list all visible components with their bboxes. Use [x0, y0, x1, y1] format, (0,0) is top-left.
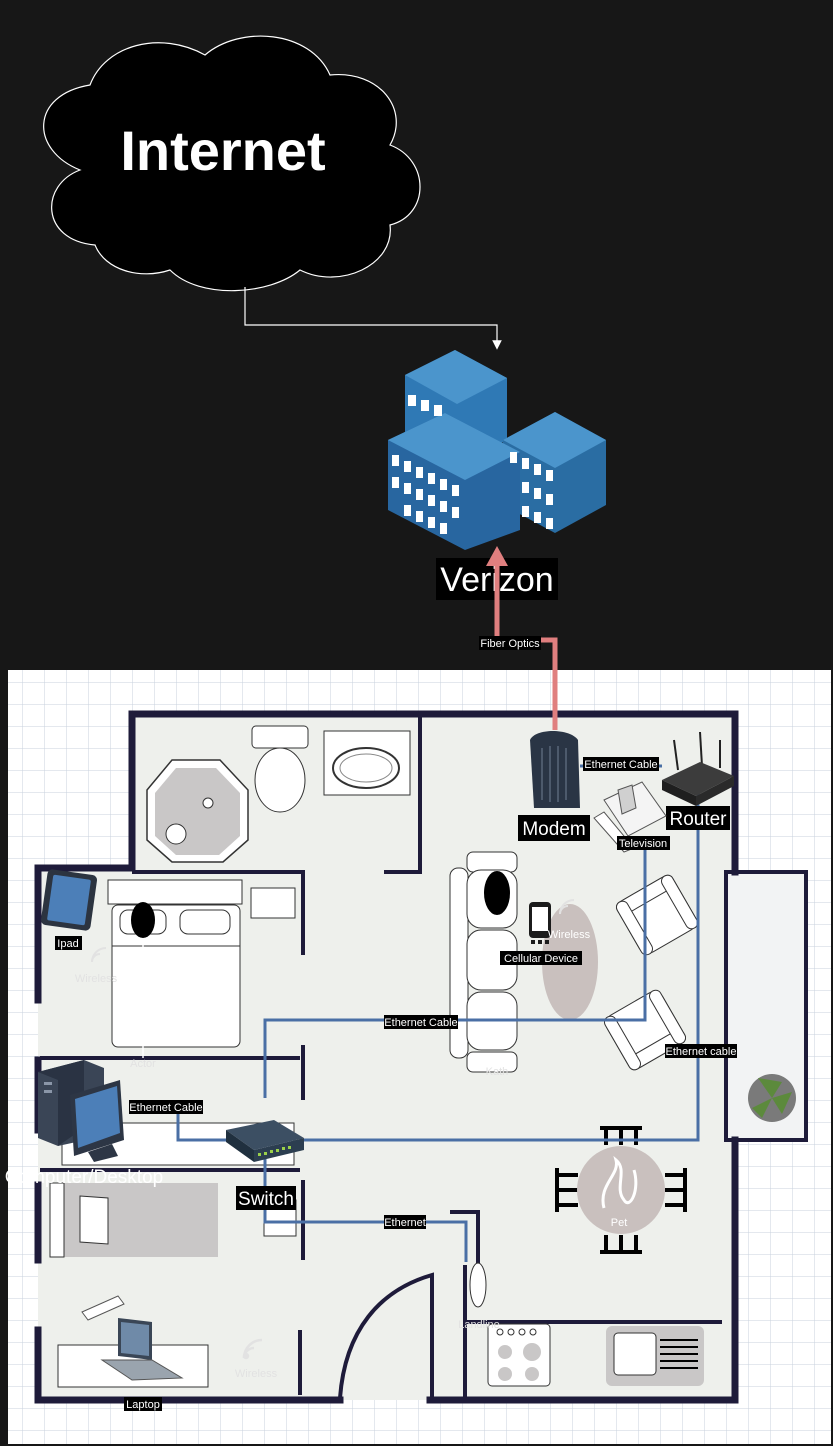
router-icon: [662, 731, 734, 806]
router-switch-cable: [300, 788, 700, 1142]
laptop-wireless: Wireless: [235, 1338, 278, 1380]
pet-label: Pet: [611, 1217, 628, 1229]
cellular-label: Cellular Device: [504, 953, 578, 965]
phone-icon: [529, 902, 551, 944]
television-label: Television: [619, 838, 667, 850]
toilet: [251, 725, 309, 813]
modem[interactable]: Modem: [518, 731, 590, 841]
building-icon: [388, 350, 606, 550]
modem-icon: [530, 731, 580, 808]
landline-label: Landline: [458, 1319, 500, 1331]
desktop-icon: [38, 1060, 124, 1162]
wireless-icon: [559, 899, 575, 915]
television[interactable]: Television: [593, 781, 670, 853]
modem-router-label: Ethernet Cable: [584, 759, 657, 771]
ipad-label: Ipad: [57, 938, 78, 950]
switch-icon: [226, 1120, 304, 1162]
actor-icon: [131, 902, 155, 938]
wireless-icon: [242, 1338, 263, 1360]
switch-desktop-cable: [176, 1112, 228, 1142]
modem-label: Modem: [522, 819, 585, 840]
wireless-icon: [91, 947, 107, 963]
armchair-2: [603, 989, 687, 1071]
television-icon: [593, 781, 667, 853]
cellular-wireless-label: Wireless: [548, 929, 591, 941]
ipad-icon: [40, 869, 98, 931]
armchair-1: [615, 874, 699, 956]
laptop[interactable]: Laptop: [81, 1295, 184, 1411]
router-switch-label: Ethernet cable: [666, 1046, 737, 1058]
router-label: Router: [669, 809, 727, 830]
desktop[interactable]: Computer/Desktop: [5, 1060, 163, 1188]
ipad-wireless-label: Wireless: [75, 973, 118, 985]
stove: [487, 1323, 551, 1387]
shower: [146, 759, 249, 863]
router[interactable]: Router: [662, 731, 734, 830]
ipad[interactable]: Ipad: [40, 869, 98, 950]
cellular-device[interactable]: Cellular Device: [500, 902, 582, 965]
sink: [323, 730, 411, 796]
switch-label: Switch: [238, 1189, 294, 1210]
fiber-arrow: [486, 546, 508, 566]
laptop-icon: [81, 1295, 184, 1381]
entry-door: [338, 1272, 434, 1399]
plant-icon: [748, 1074, 796, 1122]
person-label: Kath: [486, 1066, 509, 1078]
internet-to-isp-connector: [244, 287, 502, 350]
kitchen-sink: [606, 1326, 704, 1386]
fiber-label: Fiber Optics: [480, 638, 540, 650]
person-icon: [484, 871, 510, 915]
switch-desktop-label: Ethernet Cable: [129, 1102, 202, 1114]
dining-table: [555, 1126, 687, 1254]
laptop-label: Laptop: [126, 1399, 160, 1411]
bed-2: [49, 1182, 297, 1258]
actor-label: Actor: [130, 1058, 156, 1070]
landline-icon: [469, 1262, 487, 1308]
internet-label: Internet: [120, 119, 325, 182]
laptop-wireless-label: Wireless: [235, 1368, 278, 1380]
ipad-wireless: Wireless: [75, 947, 118, 985]
internet-cloud[interactable]: Internet: [43, 35, 421, 292]
switch-lamp-label: Ethernet: [384, 1217, 426, 1229]
router-tv-label: Ethernet Cable: [384, 1017, 457, 1029]
cellular-wireless: Wireless: [548, 899, 591, 941]
pet-icon: [601, 1155, 638, 1209]
desktop-label: Computer/Desktop: [5, 1167, 163, 1188]
cloud-icon: [43, 35, 421, 292]
bed-1: [107, 879, 296, 1048]
sofa: [449, 851, 518, 1073]
switch[interactable]: Switch: [226, 1120, 304, 1210]
